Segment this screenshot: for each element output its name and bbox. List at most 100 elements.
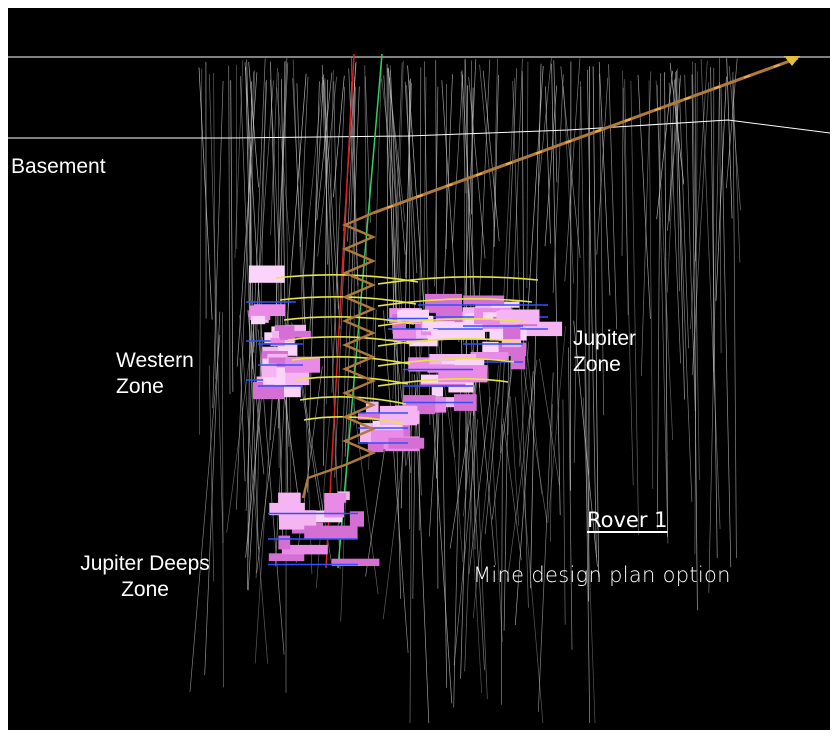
drillholes: [189, 57, 741, 724]
decline-ramp: [301, 56, 800, 499]
drillhole-trace: [316, 72, 333, 221]
stope-block: [422, 315, 434, 332]
stope-block: [268, 553, 305, 562]
drillhole-trace: [648, 80, 654, 489]
drillhole-trace: [414, 374, 430, 724]
drillhole-trace: [580, 81, 589, 511]
drillhole-trace: [502, 418, 522, 561]
drillhole-trace: [553, 60, 558, 183]
drillhole-trace: [544, 85, 557, 247]
level-drive-west: [291, 356, 411, 365]
drillhole-trace: [452, 74, 464, 244]
level-drive-east: [377, 338, 521, 347]
decline-segment-tick: [713, 85, 721, 90]
stope-block: [281, 544, 328, 555]
drillhole-trace: [212, 80, 224, 409]
drillhole-trace: [586, 69, 597, 558]
stope-block: [261, 363, 277, 378]
stope-block: [397, 309, 429, 321]
stope-block: [470, 352, 509, 361]
drillhole-trace: [431, 399, 453, 704]
drillhole-trace: [321, 64, 338, 364]
drillhole-trace: [315, 417, 330, 589]
jupiter-deeps-zone-label-line2: Zone: [121, 578, 169, 601]
decline-segment-tick: [773, 63, 781, 68]
drillhole-trace: [471, 87, 474, 215]
stope-block: [278, 344, 298, 356]
drillhole-trace: [286, 73, 307, 327]
drillhole-trace: [525, 65, 544, 338]
mine-design-3d-view: [8, 53, 830, 724]
drillhole-trace: [656, 73, 661, 529]
drillhole-trace: [710, 67, 718, 559]
drillhole-trace: [573, 320, 598, 567]
drillhole-trace: [423, 76, 427, 304]
jupiter-zone-label-line2: Zone: [573, 353, 621, 376]
stope-block: [425, 293, 462, 313]
drillhole-trace: [563, 85, 575, 284]
drillhole-trace: [441, 397, 448, 688]
drillhole-trace: [340, 391, 351, 622]
stope-block: [365, 401, 379, 414]
western-zone-label-line1: Western: [116, 349, 194, 372]
portal-marker: [784, 56, 800, 66]
level-drive-east: [377, 378, 509, 387]
drillhole-trace: [256, 385, 281, 574]
drillhole-trace: [472, 364, 499, 619]
drillhole-trace: [664, 72, 668, 537]
mine-design-viewport: Basement Western Zone Jupiter Zone Jupit…: [8, 8, 830, 730]
drillhole-trace: [270, 67, 278, 236]
drillhole-trace: [485, 320, 503, 643]
jupiter-zone-label: Jupiter Zone: [573, 326, 636, 378]
drillhole-trace: [656, 84, 669, 544]
drillhole-trace: [506, 359, 538, 581]
drillhole-trace: [245, 367, 265, 558]
decline-segment-tick: [684, 96, 691, 101]
drillhole-trace: [526, 61, 529, 289]
drillhole-trace: [464, 361, 477, 672]
stope-block: [285, 324, 306, 334]
drillhole-trace: [515, 396, 544, 724]
drillhole-trace: [434, 320, 455, 458]
drillhole-trace: [537, 372, 554, 712]
drillhole-trace: [732, 71, 737, 559]
drillhole-trace: [239, 358, 246, 482]
stopes: [246, 265, 563, 566]
drillhole-trace: [449, 397, 464, 563]
drillhole-trace: [382, 424, 408, 619]
drillhole-trace: [348, 68, 359, 286]
drillhole-trace: [307, 81, 320, 493]
drillhole-trace: [608, 64, 618, 330]
stope-block: [331, 558, 380, 566]
drillhole-trace: [404, 81, 418, 274]
drillhole-trace: [383, 310, 409, 653]
drillhole-trace: [333, 81, 339, 309]
drillhole-trace: [292, 78, 305, 323]
level-drive-west: [295, 376, 409, 385]
drillhole-trace: [675, 72, 680, 292]
drillhole-trace: [270, 61, 284, 537]
stope-block: [427, 364, 455, 373]
drillhole-trace: [588, 66, 590, 602]
drillhole-trace: [491, 58, 498, 315]
drillhole-trace: [500, 424, 503, 705]
stope-block: [463, 295, 505, 305]
stope-block: [293, 510, 343, 523]
drillhole-trace: [549, 404, 553, 542]
decline-segment-tick: [386, 204, 394, 209]
level-drive-west: [287, 336, 413, 345]
drillhole-trace: [622, 70, 634, 486]
drillhole-trace: [406, 85, 422, 496]
drillhole-trace: [668, 82, 681, 364]
drillhole-trace: [547, 326, 566, 523]
stope-block: [431, 386, 443, 397]
drillhole-trace: [507, 58, 523, 435]
drillhole-trace: [539, 358, 560, 486]
drillhole-trace: [321, 76, 341, 570]
drillhole-trace: [694, 71, 698, 555]
decline-spiral: [301, 211, 377, 499]
drillhole-trace: [323, 80, 341, 329]
drillhole-trace: [573, 86, 582, 463]
drillhole-trace: [719, 58, 722, 354]
stope-block: [511, 353, 526, 370]
